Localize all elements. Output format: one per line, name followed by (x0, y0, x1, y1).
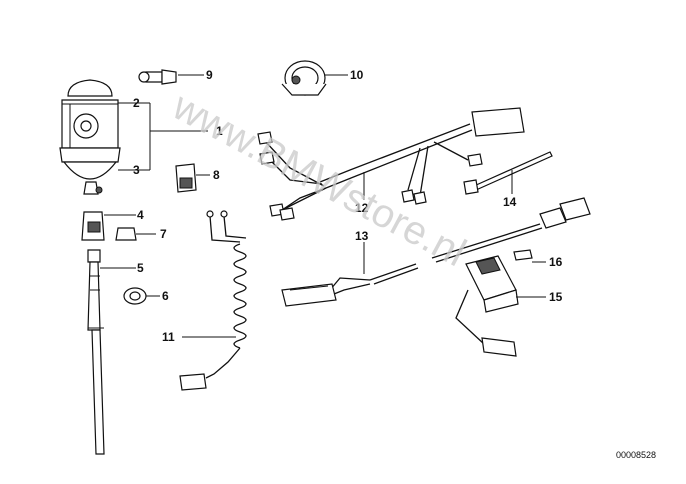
callout-8: 8 (213, 168, 220, 182)
watermark: www.BMWstore.nl (165, 84, 473, 276)
callout-9: 9 (206, 68, 213, 82)
part-10-socket (281, 60, 348, 96)
callout-15: 15 (549, 290, 563, 304)
callout-7: 7 (160, 227, 167, 241)
callout-1: 1 (216, 124, 223, 138)
callout-13: 13 (355, 229, 369, 243)
callout-4: 4 (137, 208, 144, 222)
callout-10: 10 (350, 68, 364, 82)
part-4-holder (81, 211, 136, 241)
part-6-grommet (123, 287, 160, 305)
part-9-bulb (138, 69, 204, 85)
part-1-beacon-lamp (59, 79, 208, 195)
callout-12: 12 (355, 201, 369, 215)
part-5-mast (87, 249, 136, 455)
part-14-cable-tie (463, 151, 553, 195)
callout-11: 11 (162, 330, 175, 344)
callout-2: 2 (133, 96, 140, 110)
part-16-clip (513, 249, 546, 263)
callout-3: 3 (133, 163, 140, 177)
part-12-harness (257, 107, 525, 221)
callout-6: 6 (162, 289, 169, 303)
part-8-plug (175, 163, 210, 193)
diagram-code: 00008528 (616, 450, 656, 460)
callout-5: 5 (137, 261, 144, 275)
part-13-extension-cable (281, 197, 591, 307)
part-11-coiled-cable (179, 210, 247, 391)
callout-16: 16 (549, 255, 563, 269)
part-7-cap (115, 227, 156, 241)
callout-14: 14 (503, 195, 517, 209)
part-15-switch (455, 255, 546, 357)
